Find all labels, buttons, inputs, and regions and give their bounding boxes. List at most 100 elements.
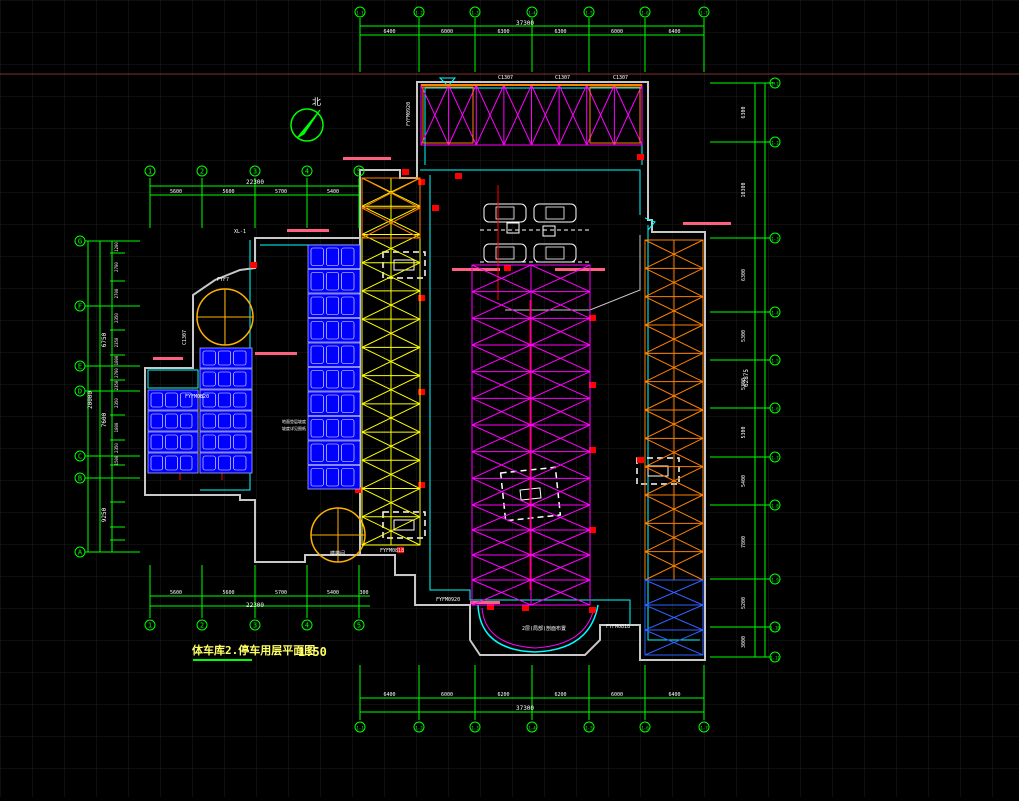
right-bottom-dim-text: 6000	[441, 692, 453, 698]
right-side-axis-bubble-label: 1-5	[771, 359, 779, 364]
left-top-dim-text: 5700	[275, 189, 287, 195]
parking-stall-right-car	[310, 296, 324, 315]
lower-magenta-truss-brace	[471, 579, 532, 606]
right-side-axis-bubble-circle	[769, 451, 781, 463]
left-bottom-axis-bubble-label: 3	[253, 622, 257, 630]
right-block-outer-wall	[359, 81, 706, 661]
red-fixture-mark	[418, 389, 425, 395]
parking-stall-right-car	[310, 247, 324, 266]
left-side-dim-text: 2350	[114, 398, 119, 408]
left-side-axis-bubble-circle	[74, 300, 86, 312]
left-bottom-dim-text: 5700	[275, 590, 287, 596]
parking-stall-right-car	[310, 419, 324, 438]
center-note-1: 地面垫层坡度	[282, 418, 306, 424]
right-bottom-total: 37300	[516, 705, 534, 712]
parking-stall-right-car	[326, 394, 339, 413]
middle-magenta-truss-brace	[530, 424, 591, 453]
parking-stall-right-car	[341, 272, 355, 291]
parking-stall-left-car	[165, 455, 178, 471]
middle-magenta-truss-brace	[530, 291, 591, 319]
right-side-dim-text: 7800	[741, 536, 747, 548]
left-top-axis-bubble-circle	[353, 165, 365, 177]
parking-stall-mid-car	[233, 392, 247, 408]
left-top-axis-bubble-circle	[144, 165, 156, 177]
middle-magenta-truss-brace	[530, 344, 591, 373]
right-side-axis-bubble-circle	[769, 499, 781, 511]
parking-stall-left-car	[150, 455, 163, 471]
lower-magenta-truss-brace	[530, 554, 591, 581]
right-top-dim-text: 6000	[441, 29, 453, 35]
parking-stall-right	[307, 465, 361, 490]
right-top-axis-bubble-label: 1-6	[641, 11, 649, 16]
left-top-axis-bubble-circle	[196, 165, 208, 177]
right-bottom-axis-bubble-circle	[354, 721, 366, 733]
right-bottom-dim-text: 6200	[497, 692, 509, 698]
red-fixture-mark	[418, 179, 425, 185]
right-bottom-axis-bubble-circle	[698, 721, 710, 733]
parking-stall-right	[307, 440, 361, 465]
car-symbol-roof	[545, 206, 565, 220]
lower-section-label: 2层(局部)剖面布置	[522, 625, 566, 632]
top-roof-truss-brace	[586, 84, 615, 146]
right-side-dim-text: 5300	[741, 426, 747, 438]
right-side-axis-bubble-label: 1-6	[771, 407, 779, 412]
left-orange-top-truss-brace	[361, 207, 421, 239]
parking-stall-right	[307, 293, 361, 318]
right-side-total: 62875	[743, 369, 750, 387]
right-side-dim-text: 6300	[741, 106, 747, 118]
right-side-axis-bubble-label: 1-11	[770, 656, 780, 661]
left-bottom-dim-text: 5400	[327, 590, 339, 596]
left-bottom-axis-bubble-label: 2	[200, 622, 204, 630]
right-side-axis-bubble-label: 1-2	[771, 141, 779, 146]
left-side-total-c: 7600	[101, 412, 108, 427]
pink-tag-bar	[452, 268, 500, 271]
right-bottom-axis-bubble-label: 1-5	[585, 726, 593, 731]
left-bottom-dim-text: 5600	[170, 590, 182, 596]
right-side-axis-bubble-circle	[769, 573, 781, 585]
left-side-dim-text: 2350	[114, 380, 119, 390]
red-fixture-mark	[637, 154, 644, 160]
right-top-axis-bubble-circle	[639, 6, 651, 18]
right-side-dim-text: 5200	[741, 597, 747, 609]
parking-stall-right	[307, 318, 361, 343]
parking-stall-mid-car	[218, 455, 231, 471]
parking-stall-left	[147, 431, 199, 453]
left-side-axis-bubble-label: D	[78, 388, 82, 396]
left-top-axis-bubble-label: 3	[253, 168, 257, 176]
pink-tag-bar	[470, 601, 500, 604]
lower-magenta-truss	[471, 504, 591, 606]
parking-stall-right	[307, 416, 361, 441]
parking-stall-mid-car	[233, 455, 247, 471]
stair-label: FYF7	[217, 277, 229, 283]
red-fixture-mark	[637, 457, 644, 463]
middle-magenta-truss-brace	[471, 424, 532, 453]
elevator-shaft-2	[382, 511, 426, 539]
parking-stall-right-car	[310, 443, 324, 462]
lower-magenta-truss-brace	[471, 554, 532, 581]
parking-stalls	[147, 244, 361, 490]
pipe-run-top	[420, 169, 641, 215]
parking-stall-right	[307, 342, 361, 367]
right-top-dim-text: 6300	[497, 29, 509, 35]
car-symbol	[533, 243, 577, 263]
pipe-run-middle	[429, 175, 631, 625]
parking-stall-mid	[199, 347, 253, 369]
right-side-dim-text: 5300	[741, 378, 747, 390]
middle-magenta-truss-brace	[471, 371, 532, 399]
elevator-shaft-3-frame	[499, 466, 562, 522]
right-top-axis-bubble-circle	[469, 6, 481, 18]
left-side-axis-bubble-circle	[74, 450, 86, 462]
red-fixture-mark	[250, 262, 257, 268]
right-bottom-axis-bubble-label: 1-2	[415, 726, 423, 731]
parking-stall-mid-car	[202, 413, 216, 429]
left-side-axis-bubble-circle	[74, 546, 86, 558]
middle-magenta-truss-brace	[471, 397, 532, 426]
red-fixture-mark	[397, 547, 404, 553]
pink-tag-bar	[343, 157, 391, 160]
left-top-total: 22300	[246, 179, 264, 186]
parking-stall-mid-car	[218, 350, 231, 366]
parking-stall-mid-car	[218, 413, 231, 429]
right-side-axis-bubble-label: 1-8	[771, 504, 779, 509]
